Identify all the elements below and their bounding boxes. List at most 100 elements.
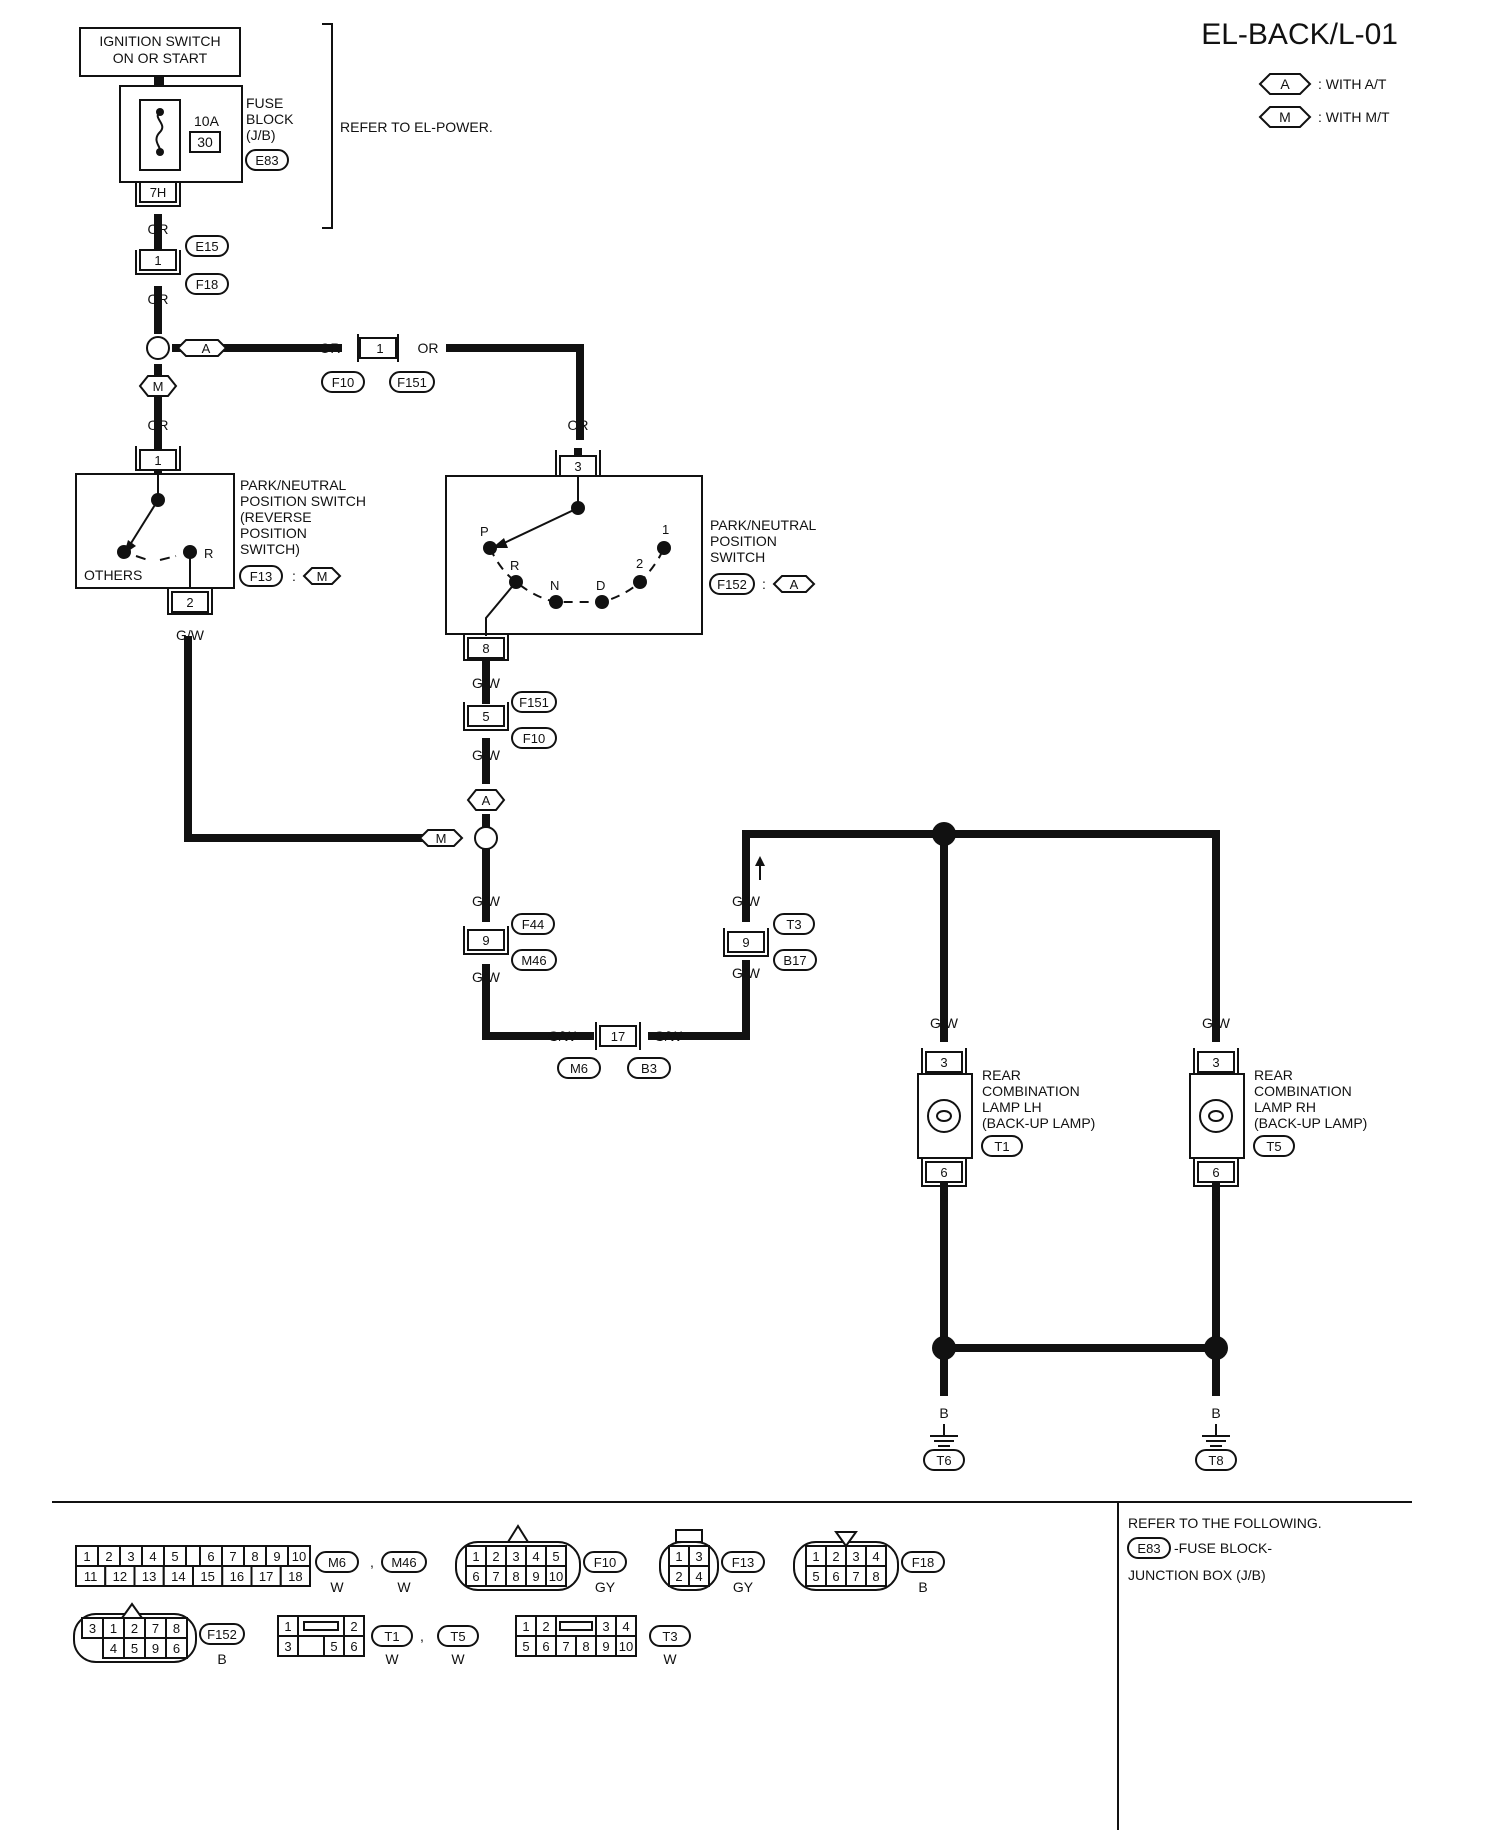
svg-text:(REVERSE: (REVERSE [240, 509, 312, 525]
svg-text:N: N [550, 578, 559, 593]
pin-cell [279, 1565, 311, 1587]
variant-m-tag-left: M [138, 375, 178, 397]
key-slot [559, 1621, 593, 1631]
pin-label: 10 [292, 1549, 306, 1564]
svg-text:-FUSE BLOCK-: -FUSE BLOCK- [1174, 1540, 1272, 1556]
svg-text:2: 2 [186, 595, 193, 610]
ignition-label-1: IGNITION SWITCH [99, 33, 220, 49]
svg-text:T1: T1 [994, 1139, 1009, 1154]
svg-text:G/W: G/W [1202, 1015, 1231, 1031]
svg-text:F18: F18 [196, 277, 218, 292]
svg-text:G/W: G/W [472, 675, 501, 691]
svg-text:OR: OR [320, 340, 341, 356]
svg-text:OTHERS: OTHERS [84, 567, 142, 583]
variant-a-tag-top: A [176, 339, 228, 357]
svg-text::: : [762, 576, 766, 592]
pin-label: 7 [562, 1639, 569, 1654]
pin-label: 10 [549, 1569, 563, 1584]
pin-cell [545, 1565, 567, 1587]
pin-label: 5 [812, 1569, 819, 1584]
svg-text:POSITION: POSITION [710, 533, 777, 549]
svg-text:PARK/NEUTRAL: PARK/NEUTRAL [710, 517, 817, 533]
svg-text:SWITCH: SWITCH [710, 549, 765, 565]
pin-label: 9 [152, 1641, 159, 1656]
svg-text:7H: 7H [150, 185, 167, 200]
pin-cell [165, 1637, 188, 1659]
pin-label: 10 [619, 1639, 633, 1654]
pin-label: 7 [852, 1569, 859, 1584]
park-neutral-switch-at: 3 P R N D 2 1 8 PARK/NEUTRAL POSITION SW… [445, 450, 817, 661]
svg-text:F10: F10 [594, 1555, 616, 1570]
svg-text:: WITH A/T: : WITH A/T [1318, 76, 1387, 92]
fuse-block-label-3: (J/B) [246, 127, 276, 143]
key-tab [834, 1531, 858, 1548]
svg-text:M: M [153, 379, 164, 394]
pin-label: 3 [284, 1639, 291, 1654]
pin-label: 8 [512, 1569, 519, 1584]
svg-text:T3: T3 [662, 1629, 677, 1644]
svg-text:3: 3 [574, 459, 581, 474]
page-id: EL-BACK/L-01 [1201, 18, 1398, 51]
svg-text:G/W: G/W [654, 1028, 683, 1044]
pin-label: 5 [522, 1639, 529, 1654]
svg-text:9: 9 [742, 935, 749, 950]
pin-label: 7 [152, 1621, 159, 1636]
svg-text:R: R [204, 546, 213, 561]
svg-text:F152: F152 [207, 1627, 237, 1642]
svg-text:B: B [1211, 1189, 1220, 1205]
pin-label: 1 [284, 1619, 291, 1634]
svg-text:6: 6 [1212, 1165, 1219, 1180]
svg-text:A: A [1280, 76, 1290, 92]
refer-el-power: REFER TO EL-POWER. [340, 119, 493, 135]
connector-t3-b17: 9 T3 B17 [723, 913, 817, 971]
connector-e15-f18: 1 E15 F18 [135, 235, 229, 295]
pin-label: 6 [542, 1639, 549, 1654]
svg-text:G/W: G/W [472, 969, 501, 985]
svg-text:F13: F13 [732, 1555, 754, 1570]
svg-text:G/W: G/W [472, 747, 501, 763]
pin-label: 5 [552, 1549, 559, 1564]
svg-text:POSITION SWITCH: POSITION SWITCH [240, 493, 366, 509]
pin-label: 8 [872, 1569, 879, 1584]
key-tab [120, 1602, 144, 1619]
svg-text:E83: E83 [1137, 1541, 1160, 1556]
pin-label: 3 [512, 1549, 519, 1564]
svg-text:9: 9 [482, 933, 489, 948]
rear-combination-lamp-lh: G/W 3 6 REAR COMBINATION LAMP LH (BACK-U… [917, 1015, 1095, 1205]
pin-label: 1 [675, 1549, 682, 1564]
svg-text:F151: F151 [397, 375, 427, 390]
pin-label: 6 [173, 1641, 180, 1656]
svg-text:POSITION: POSITION [240, 525, 307, 541]
svg-text:3: 3 [940, 1055, 947, 1070]
ground-t8: B T8 [1195, 1405, 1237, 1471]
splice-mid [474, 826, 498, 850]
svg-text:G/W: G/W [930, 1015, 959, 1031]
ignition-label-2: ON OR START [113, 50, 208, 66]
pin-label: 9 [273, 1549, 280, 1564]
pin-label: 3 [695, 1549, 702, 1564]
pin-label: 4 [110, 1641, 117, 1656]
junction-ground-rh [1204, 1336, 1228, 1360]
connector-f151-f10: 5 F151 F10 [463, 691, 557, 749]
svg-text:1: 1 [154, 253, 161, 268]
svg-text:G/W: G/W [472, 893, 501, 909]
svg-text:SWITCH): SWITCH) [240, 541, 300, 557]
pin-label: 8 [251, 1549, 258, 1564]
svg-text:W: W [330, 1579, 344, 1595]
connector-f10-f151: OR 1 OR F10 F151 [320, 334, 439, 393]
svg-text:G/W: G/W [732, 893, 761, 909]
svg-text:3: 3 [1212, 1055, 1219, 1070]
svg-text:M: M [317, 569, 328, 584]
svg-text:PARK/NEUTRAL: PARK/NEUTRAL [240, 477, 347, 493]
connector-f44-m46: 9 F44 M46 [463, 913, 557, 971]
svg-text:COMBINATION: COMBINATION [1254, 1083, 1352, 1099]
pin-label: 5 [330, 1639, 337, 1654]
svg-text:W: W [385, 1651, 399, 1667]
svg-text:GY: GY [595, 1579, 616, 1595]
svg-text:F152: F152 [717, 577, 747, 592]
wire-color-or: OR [148, 221, 169, 237]
pin-label: 17 [259, 1569, 273, 1584]
